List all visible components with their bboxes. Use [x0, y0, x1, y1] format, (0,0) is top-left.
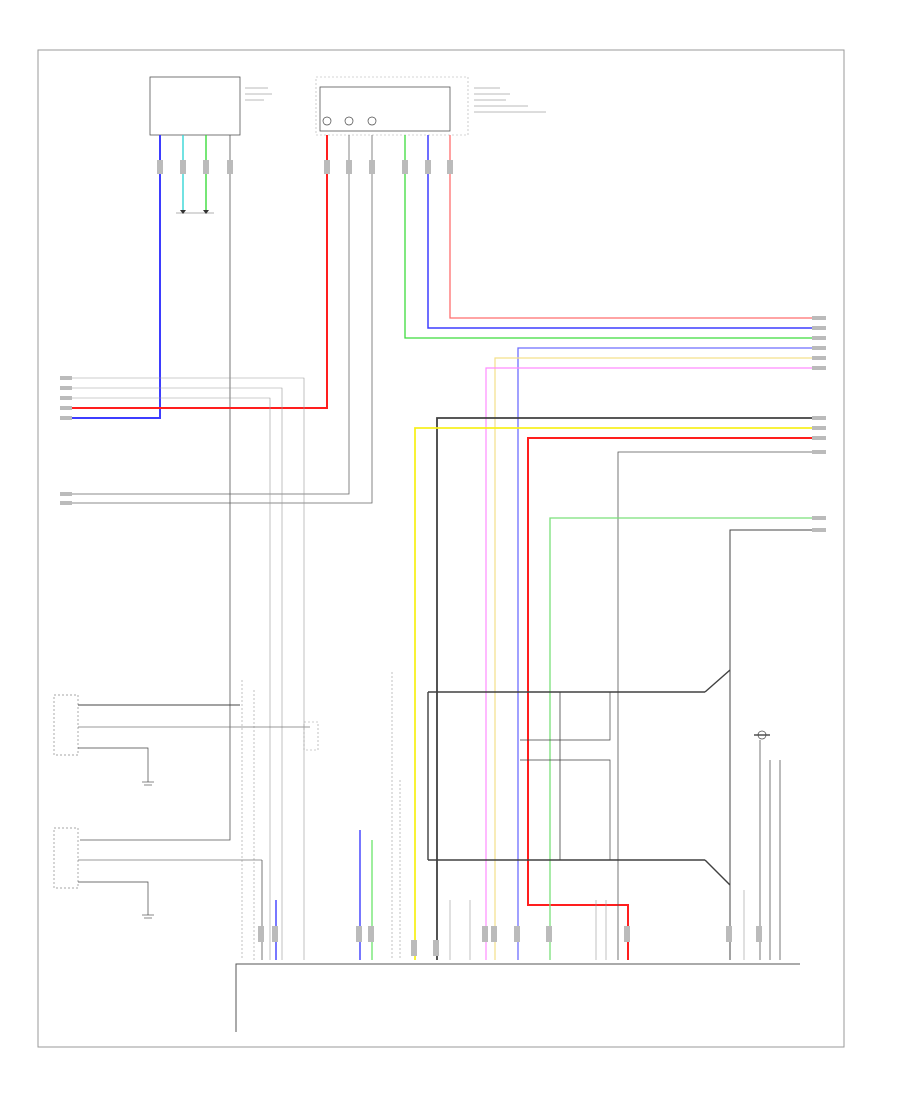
fuse-icon	[367, 116, 377, 126]
component-top-center	[315, 76, 546, 136]
wires-top-left	[62, 135, 231, 841]
main-connector	[235, 963, 800, 1032]
component-top-left	[149, 76, 272, 136]
bottom-terminals	[258, 926, 762, 956]
wires-left-bundle	[62, 377, 305, 960]
wires-top-center	[62, 135, 815, 504]
ground-icon	[757, 730, 767, 740]
fuse-icon	[322, 116, 332, 126]
terminal-stubs	[157, 160, 453, 174]
left-terminals	[60, 376, 72, 505]
component-lower-left-1	[53, 694, 310, 786]
wires-bottom-drops	[261, 730, 781, 960]
fuse-icon	[344, 116, 354, 126]
component-lower-left-2	[53, 827, 262, 919]
wires-right	[414, 347, 815, 960]
dashed-lines	[241, 672, 401, 960]
wires-lower-bundle	[427, 669, 731, 886]
right-terminals	[812, 316, 826, 532]
diagram-frame	[37, 49, 845, 1048]
